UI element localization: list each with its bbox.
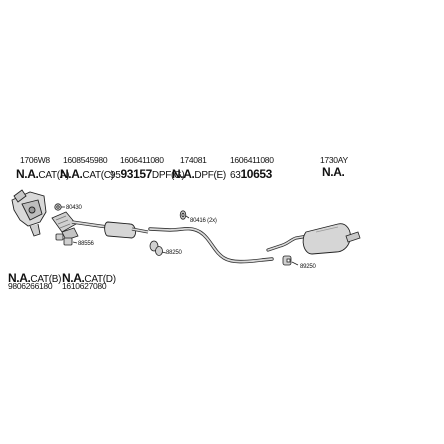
label-dpf-e-main: N.A. [172,167,195,181]
clamp-88250 [149,240,167,256]
label-10653-main: 10653 [240,167,273,181]
label-1730ay: N.A. [322,165,345,179]
label-cat-c: N.A.CAT(C) [60,166,114,182]
part-number-9806266180: 9806266180 [8,281,53,291]
part-number-174081: 174081 [180,155,207,165]
label-cat-b-suffix: CAT(B) [30,274,62,285]
intermediate-pipe [148,227,274,264]
part-number-1606411080-b: 1606411080 [230,155,274,165]
part-number-1610627080: 1610627080 [62,281,107,291]
label-10653: 6310653 [230,166,272,182]
clamp-80430 [54,203,65,211]
label-cat-d-suffix: CAT(D) [84,274,116,285]
part-number-1608545980: 1608545980 [63,155,108,165]
catalytic-converter-a [11,189,47,237]
part-number-1706w8: 1706W8 [20,155,50,165]
label-dpf-e: N.A.DPF(E) [172,166,226,182]
label-dpf-g-suffix: DPF(G) [151,170,185,181]
label-dpf-g: 9593157DPF(G) [110,166,185,182]
part-number-1730ay: 1730AY [320,155,348,165]
label-10653-prefix: 63 [230,170,241,181]
label-dpf-g-main: 93157 [120,167,153,181]
hanger-80416 [179,210,190,220]
label-cat-c-suffix: CAT(C) [82,170,114,181]
gasket-88556 [55,233,78,246]
label-dpf-e-suffix: DPF(E) [194,170,226,181]
rear-silencer [266,223,361,255]
label-cat-a-main: N.A. [16,167,39,181]
label-dpf-g-prefix: 95 [110,170,121,181]
label-cat-a: N.A.CAT(A) [16,166,70,182]
callout-80430: 80430 [66,205,82,211]
callout-88250: 88250 [166,250,182,256]
label-cat-b: N.A.CAT(B) [8,270,62,286]
label-cat-c-main: N.A. [60,167,83,181]
callout-80416: 80416 (2x) [190,218,217,224]
hanger-89250 [282,255,299,266]
label-cat-d: N.A.CAT(D) [62,270,116,286]
label-cat-b-main: N.A. [8,271,31,285]
label-cat-a-suffix: CAT(A) [38,170,70,181]
dpf-g [71,220,149,239]
callout-88556: 88556 [78,241,94,247]
part-number-1606411080-a: 1606411080 [120,155,164,165]
label-cat-d-main: N.A. [62,271,85,285]
callout-89250: 89250 [300,264,316,270]
